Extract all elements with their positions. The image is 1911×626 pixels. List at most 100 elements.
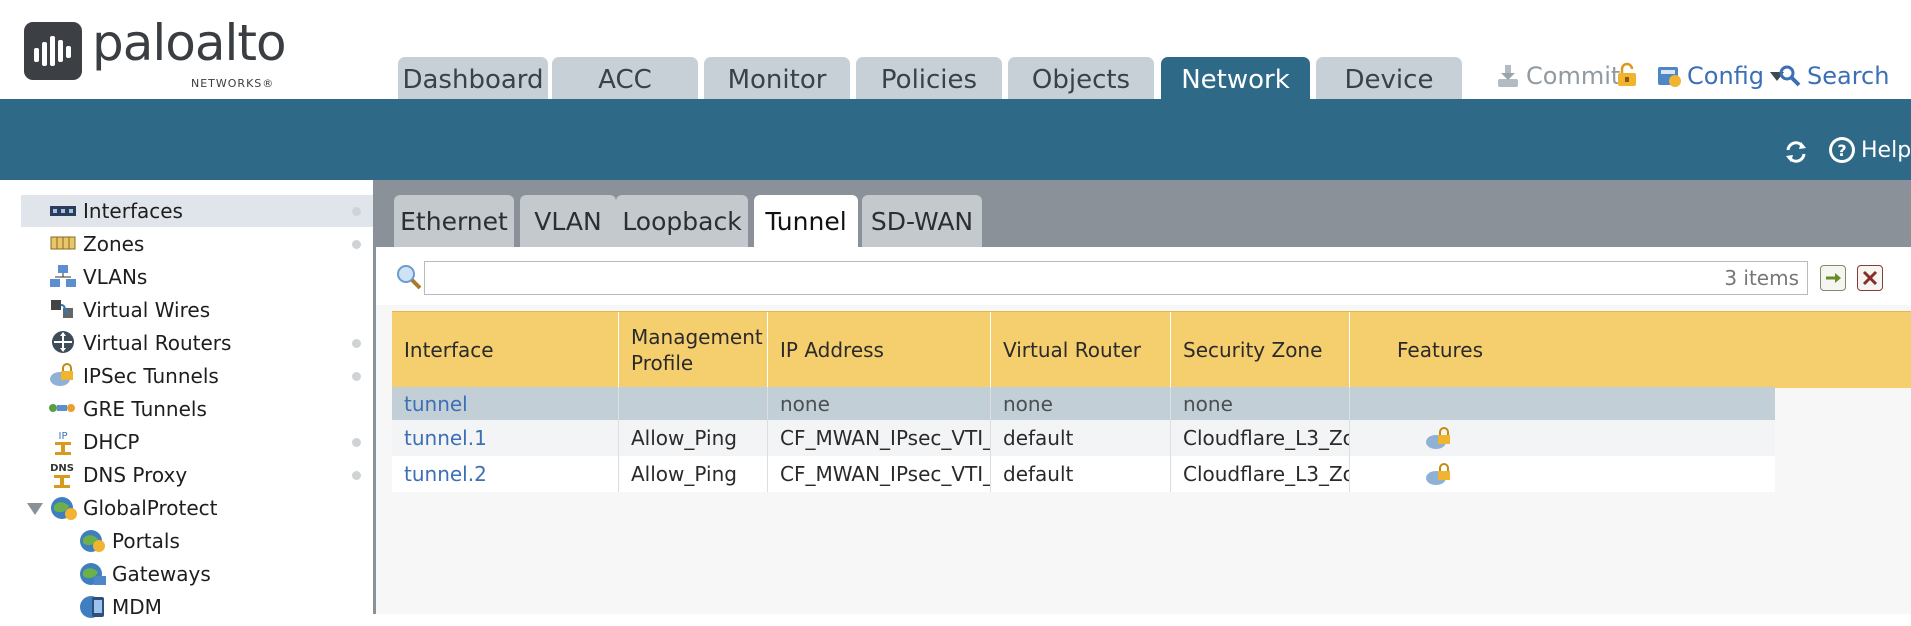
brand-name: paloalto <box>92 14 287 72</box>
sidebar-item-dhcp[interactable]: IP DHCP <box>21 426 373 458</box>
col-features[interactable]: Features <box>1397 338 1483 362</box>
config-icon <box>1655 62 1683 90</box>
cell-interface[interactable]: tunnel.1 <box>392 420 619 456</box>
tab-device[interactable]: Device <box>1316 57 1462 99</box>
sidebar-item-ipsec-tunnels[interactable]: IPSec Tunnels <box>21 360 373 392</box>
tab-policies[interactable]: Policies <box>856 57 1002 99</box>
cell-router: default <box>991 456 1171 492</box>
sidebar-item-portals[interactable]: Portals <box>21 525 373 557</box>
table-row[interactable]: tunnel.2 Allow_Ping CF_MWAN_IPsec_VTI_02… <box>392 456 1775 492</box>
sidebar-item-label: Virtual Routers <box>83 331 232 355</box>
sidebar-item-label: Interfaces <box>83 199 183 223</box>
col-virtual-router[interactable]: Virtual Router <box>991 312 1171 388</box>
item-count: 3 items <box>1724 266 1799 290</box>
sidebar-item-label: DHCP <box>83 430 140 454</box>
sidebar-item-label: DNS Proxy <box>83 463 188 487</box>
tab-ethernet[interactable]: Ethernet <box>394 195 514 247</box>
lock-icon[interactable] <box>1425 461 1455 487</box>
cell-profile: Allow_Ping <box>619 456 768 492</box>
search-button[interactable]: Search <box>1778 62 1889 90</box>
sidebar-item-label: Zones <box>83 232 145 256</box>
cell-ip: CF_MWAN_IPsec_VTI_02_... <box>768 456 991 492</box>
interface-type-tabs: Ethernet VLAN Loopback Tunnel SD-WAN <box>376 180 1911 247</box>
status-dot <box>352 470 361 480</box>
tab-sd-wan[interactable]: SD-WAN <box>862 195 982 247</box>
portals-icon <box>78 527 105 552</box>
sidebar-item-label: Portals <box>112 529 180 553</box>
sidebar-item-gateways[interactable]: Gateways <box>21 558 373 590</box>
cell-zone: Cloudflare_L3_Zone <box>1171 456 1350 492</box>
cell-interface[interactable]: tunnel <box>392 387 619 420</box>
sidebar-item-globalprotect[interactable]: GlobalProtect <box>21 492 373 524</box>
svg-text:?: ? <box>1837 141 1846 160</box>
mdm-icon <box>78 593 104 618</box>
status-dot <box>352 338 361 348</box>
filter-bar: 3 items <box>376 247 1911 305</box>
apply-filter-button[interactable] <box>1820 265 1846 291</box>
paloalto-logo: paloalto NETWORKS® <box>24 14 287 90</box>
sidebar-item-label: GRE Tunnels <box>83 397 207 421</box>
sidebar-item-dns-proxy[interactable]: DNS DNS Proxy <box>21 459 373 491</box>
filter-input[interactable]: 3 items <box>424 261 1808 295</box>
interfaces-icon <box>49 199 76 223</box>
config-menu[interactable]: Config <box>1655 62 1785 90</box>
tab-vlan[interactable]: VLAN <box>520 195 616 247</box>
sidebar-item-virtual-routers[interactable]: Virtual Routers <box>21 327 373 359</box>
zones-icon <box>49 231 76 255</box>
status-dot <box>352 437 361 447</box>
sidebar-item-gre-tunnels[interactable]: GRE Tunnels <box>21 393 373 425</box>
cell-features <box>1350 420 1530 456</box>
lock-icon[interactable] <box>1425 425 1455 451</box>
config-label: Config <box>1687 62 1765 90</box>
sidebar-item-zones[interactable]: Zones <box>21 228 373 260</box>
tab-loopback[interactable]: Loopback <box>616 195 748 247</box>
help-icon: ? <box>1827 135 1857 165</box>
dns-proxy-icon: DNS <box>47 461 74 488</box>
cell-interface[interactable]: tunnel.2 <box>392 456 619 492</box>
tab-tunnel[interactable]: Tunnel <box>754 195 858 247</box>
search-label: Search <box>1807 62 1890 90</box>
status-dot <box>352 206 361 216</box>
cell-ip: none <box>768 387 991 420</box>
col-ip-address[interactable]: IP Address <box>768 312 991 388</box>
cell-profile: Allow_Ping <box>619 420 768 456</box>
sidebar-item-label: Virtual Wires <box>83 298 211 322</box>
cell-features <box>1350 456 1530 492</box>
sidebar-item-interfaces[interactable]: Interfaces <box>21 195 373 227</box>
help-button[interactable]: ? Help <box>1827 135 1911 165</box>
sidebar-item-virtual-wires[interactable]: Virtual Wires <box>21 294 373 326</box>
ipsec-tunnels-icon <box>49 362 75 386</box>
commit-label: Commit <box>1526 62 1621 90</box>
content-panel: Ethernet VLAN Loopback Tunnel SD-WAN 3 i… <box>376 180 1911 614</box>
virtual-routers-icon <box>49 329 75 353</box>
sidebar-item-label: IPSec Tunnels <box>83 364 219 388</box>
tab-objects[interactable]: Objects <box>1008 57 1154 99</box>
refresh-icon[interactable] <box>1782 138 1810 166</box>
table-row-group[interactable]: tunnel none none none <box>392 387 1775 420</box>
sidebar-item-vlans[interactable]: VLANs <box>21 261 373 293</box>
close-icon <box>1862 270 1878 286</box>
virtual-wires-icon <box>49 297 75 321</box>
gateways-icon <box>78 560 106 585</box>
clear-filter-button[interactable] <box>1857 265 1883 291</box>
col-interface[interactable]: Interface <box>392 312 619 388</box>
commit-icon <box>1495 63 1521 89</box>
table-row[interactable]: tunnel.1 Allow_Ping CF_MWAN_IPsec_VTI_01… <box>392 420 1775 456</box>
commit-button[interactable]: Commit <box>1495 62 1620 90</box>
cell-ip: CF_MWAN_IPsec_VTI_01_... <box>768 420 991 456</box>
sidebar-item-mdm[interactable]: MDM <box>21 591 373 623</box>
lock-button[interactable] <box>1615 62 1639 88</box>
tab-network[interactable]: Network <box>1161 57 1310 99</box>
top-header: paloalto NETWORKS® Dashboard ACC Monitor… <box>0 0 1911 99</box>
expand-triangle-icon[interactable] <box>27 503 43 515</box>
tab-acc[interactable]: ACC <box>552 57 698 99</box>
search-icon <box>1778 64 1802 88</box>
toolbar-band <box>0 99 1911 180</box>
dhcp-icon-text: IP <box>59 431 68 442</box>
tab-monitor[interactable]: Monitor <box>704 57 850 99</box>
dhcp-icon: IP <box>49 428 75 455</box>
tab-dashboard[interactable]: Dashboard <box>398 57 548 99</box>
col-management-profile[interactable]: Management Profile <box>619 312 768 388</box>
col-security-zone[interactable]: Security Zone <box>1171 312 1350 388</box>
sidebar-item-label: GlobalProtect <box>83 496 218 520</box>
